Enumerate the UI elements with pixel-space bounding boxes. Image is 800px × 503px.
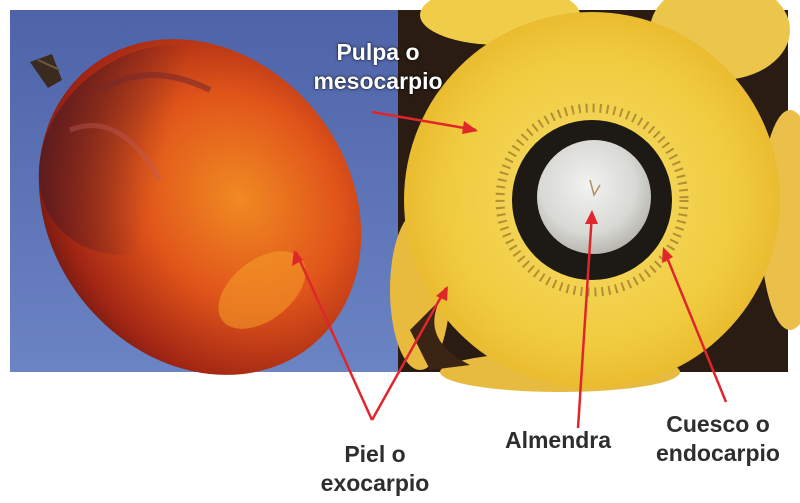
label-almendra-line1: Almendra bbox=[488, 426, 628, 455]
label-cuesco-endocarpio: Cuesco o endocarpio bbox=[636, 410, 800, 468]
label-piel-exocarpio: Piel o exocarpio bbox=[300, 440, 450, 498]
label-cuesco-line2: endocarpio bbox=[636, 439, 800, 468]
label-piel-line2: exocarpio bbox=[300, 469, 450, 498]
label-pulpa-mesocarpio: Pulpa o mesocarpio bbox=[288, 38, 468, 96]
label-piel-line1: Piel o bbox=[300, 440, 450, 469]
label-pulpa-line1: Pulpa o bbox=[288, 38, 468, 67]
label-almendra: Almendra bbox=[488, 426, 628, 455]
label-pulpa-line2: mesocarpio bbox=[288, 67, 468, 96]
label-cuesco-line1: Cuesco o bbox=[636, 410, 800, 439]
